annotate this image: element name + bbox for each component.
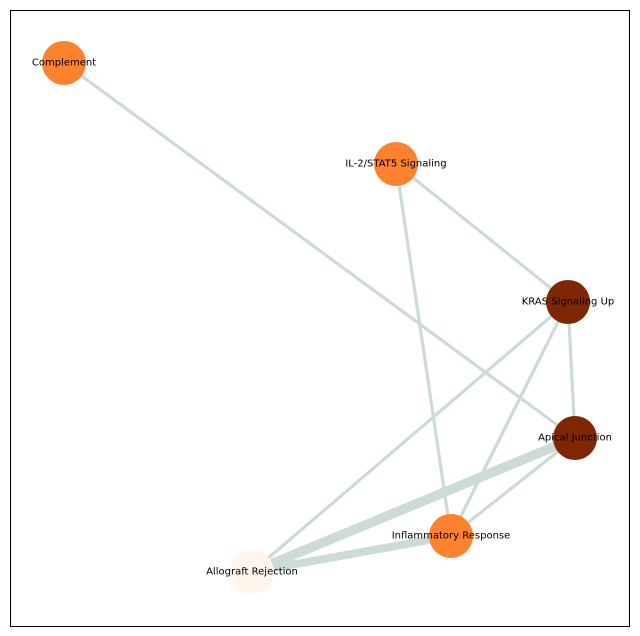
edge-apical-inflammatory — [450, 436, 576, 538]
nodes-layer — [42, 41, 597, 594]
node-inflammatory — [429, 514, 473, 558]
node-apical — [553, 416, 597, 460]
node-complement — [42, 41, 86, 85]
node-label-kras: KRAS Signaling Up — [522, 297, 615, 308]
edges-layer — [63, 61, 577, 577]
edge-inflammatory-allograft — [251, 532, 452, 576]
edge-kras-inflammatory — [449, 301, 570, 537]
edge-kras-allograft — [250, 300, 570, 574]
edge-il2-kras — [394, 162, 570, 304]
node-allograft — [230, 550, 274, 594]
node-label-complement: Complement — [32, 58, 96, 69]
plot-frame — [10, 10, 630, 627]
node-il2 — [374, 142, 418, 186]
node-label-allograft: Allograft Rejection — [206, 567, 298, 578]
edge-kras-apical — [566, 301, 577, 439]
node-label-apical: Apical Junction — [538, 433, 612, 444]
node-kras — [546, 280, 590, 324]
edge-apical-allograft — [250, 433, 577, 577]
edge-il2-inflammatory — [394, 163, 453, 537]
node-label-il2: IL-2/STAT5 Signaling — [345, 159, 446, 170]
node-label-inflammatory: Inflammatory Response — [392, 531, 511, 542]
edge-complement-apical — [63, 61, 576, 440]
